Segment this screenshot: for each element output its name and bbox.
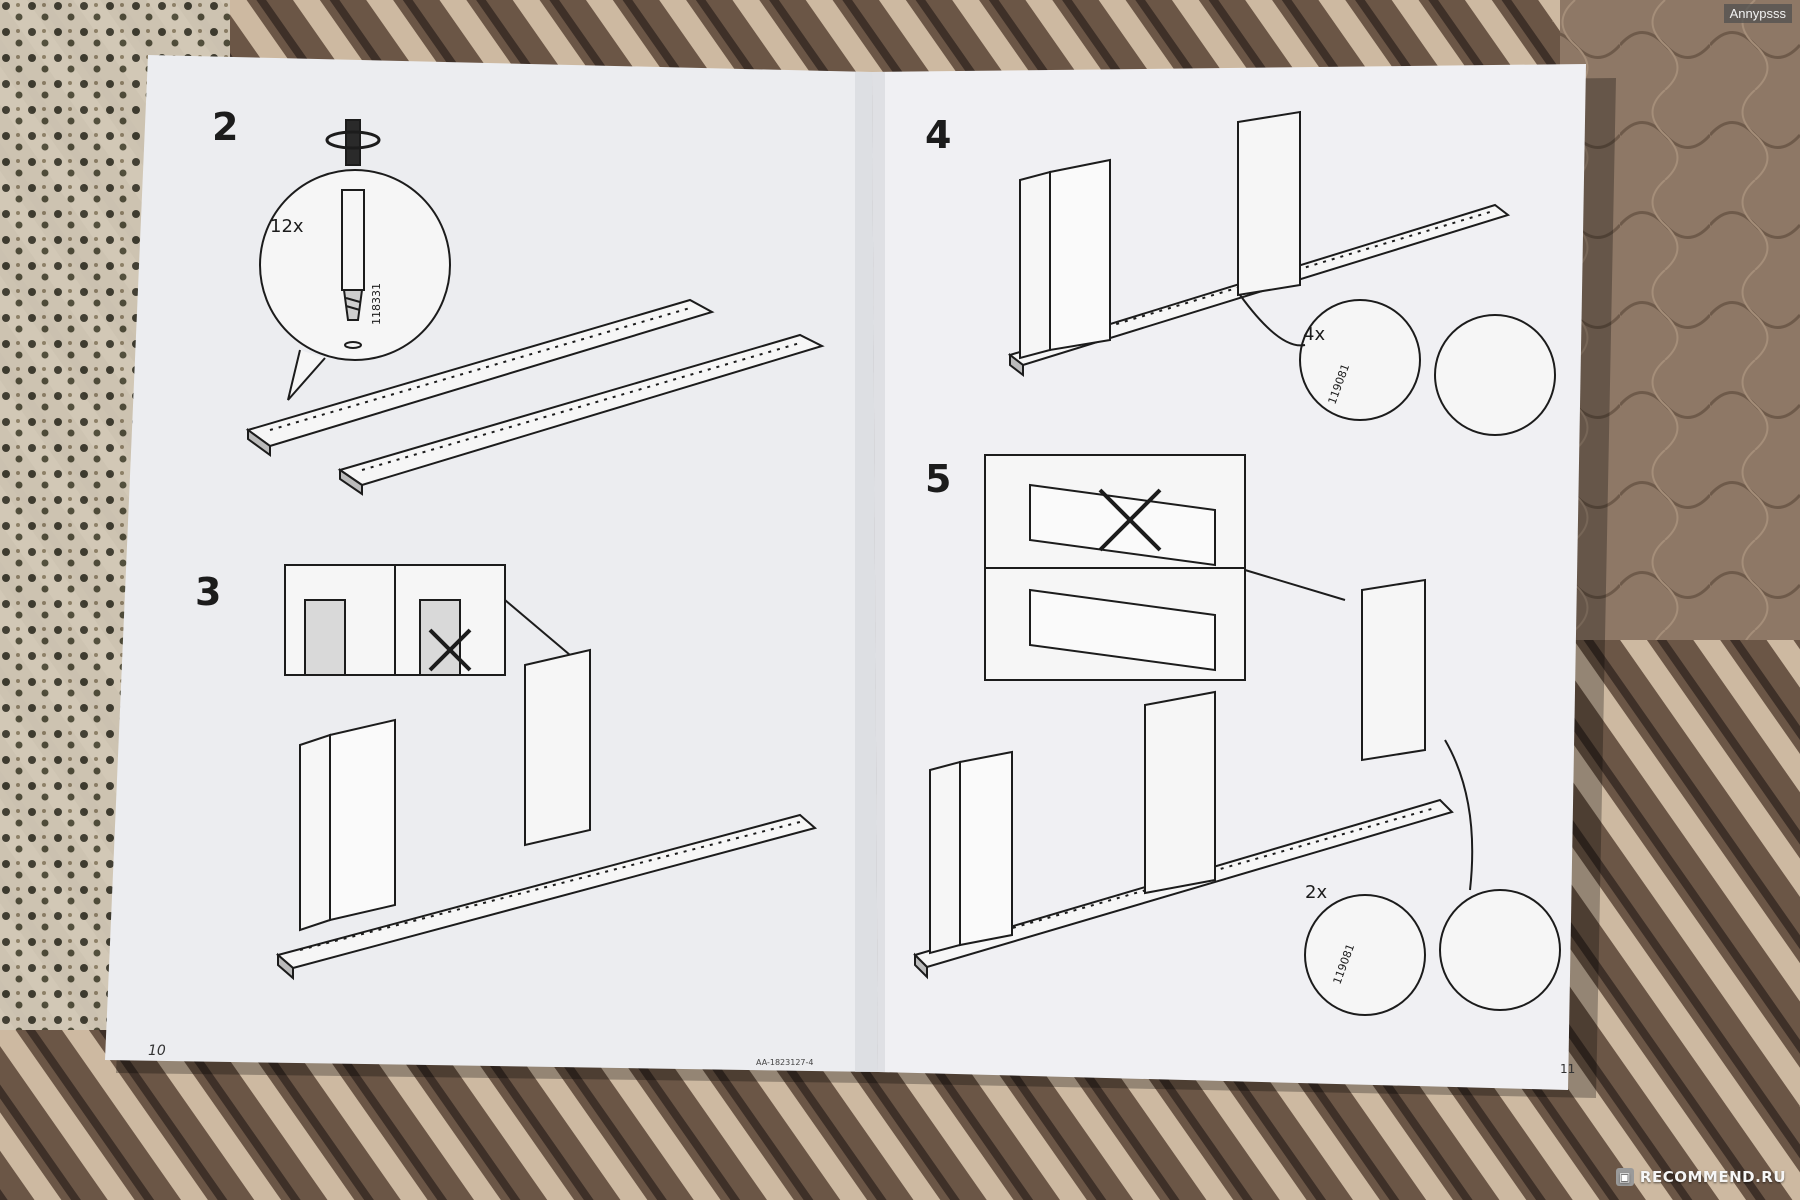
step-5-quantity: 2x xyxy=(1305,882,1327,903)
step-5-illustration xyxy=(913,454,1561,1016)
step-3-number: 3 xyxy=(195,570,221,614)
step-4-illustration xyxy=(1007,110,1556,436)
user-watermark: Annypsss xyxy=(1723,4,1792,23)
step-5-number: 5 xyxy=(925,457,951,501)
step-2-quantity: 12x xyxy=(270,216,304,237)
left-page xyxy=(105,55,878,1072)
step-3-illustration xyxy=(275,564,818,981)
site-watermark: ▣ RECOMMEND.RU xyxy=(1615,1168,1786,1186)
site-logo-icon: ▣ xyxy=(1615,1168,1634,1186)
step-4-quantity: 4x xyxy=(1303,324,1325,345)
step-2-illustration xyxy=(245,119,825,496)
left-page-number: 10 xyxy=(148,1043,166,1059)
step-4-number: 4 xyxy=(925,113,951,157)
step-2-number: 2 xyxy=(212,105,238,149)
site-watermark-text: RECOMMEND.RU xyxy=(1639,1168,1786,1186)
right-page-number: 11 xyxy=(1560,1062,1575,1076)
doc-code: AA-1823127-4 xyxy=(756,1058,813,1067)
step-2-part-number: 118331 xyxy=(370,283,383,325)
